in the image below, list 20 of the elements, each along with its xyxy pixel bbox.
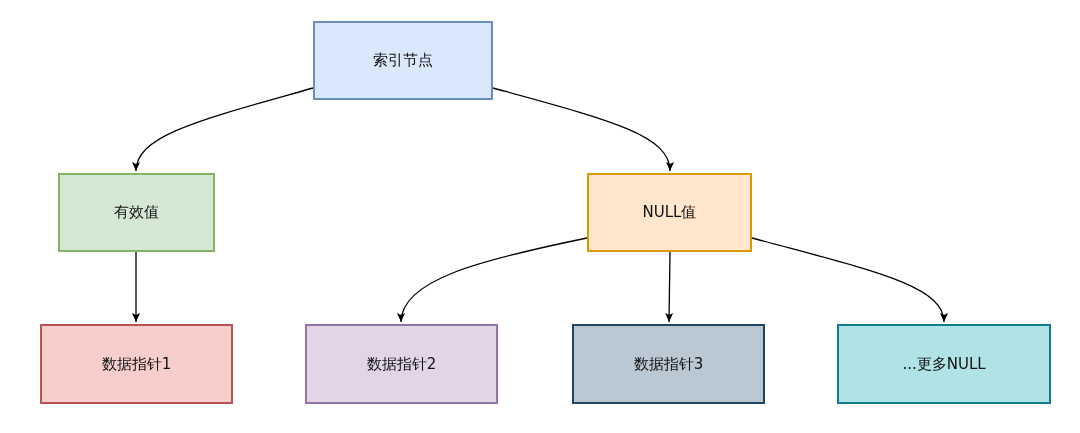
- box-label: 数据指针3: [633, 354, 704, 374]
- arrow: [492, 87, 673, 172]
- process-box: [837, 324, 1051, 404]
- process-box: [313, 21, 493, 100]
- arrow: [665, 251, 674, 323]
- process-box: [587, 173, 752, 252]
- box-label: 索引节点: [373, 51, 433, 70]
- arrow: [133, 87, 314, 172]
- box-label: NULL值: [642, 203, 697, 222]
- process-box: [58, 173, 215, 252]
- process-box: [572, 324, 765, 404]
- box-label: 有效值: [114, 203, 159, 222]
- process-box: [40, 324, 233, 404]
- box-label: ...更多NULL: [902, 354, 986, 374]
- arrow: [398, 237, 588, 323]
- arrow: [132, 251, 140, 323]
- box-label: 数据指针2: [366, 354, 437, 374]
- arrow: [751, 237, 947, 323]
- box-label: 数据指针1: [101, 354, 172, 374]
- process-box: [305, 324, 498, 404]
